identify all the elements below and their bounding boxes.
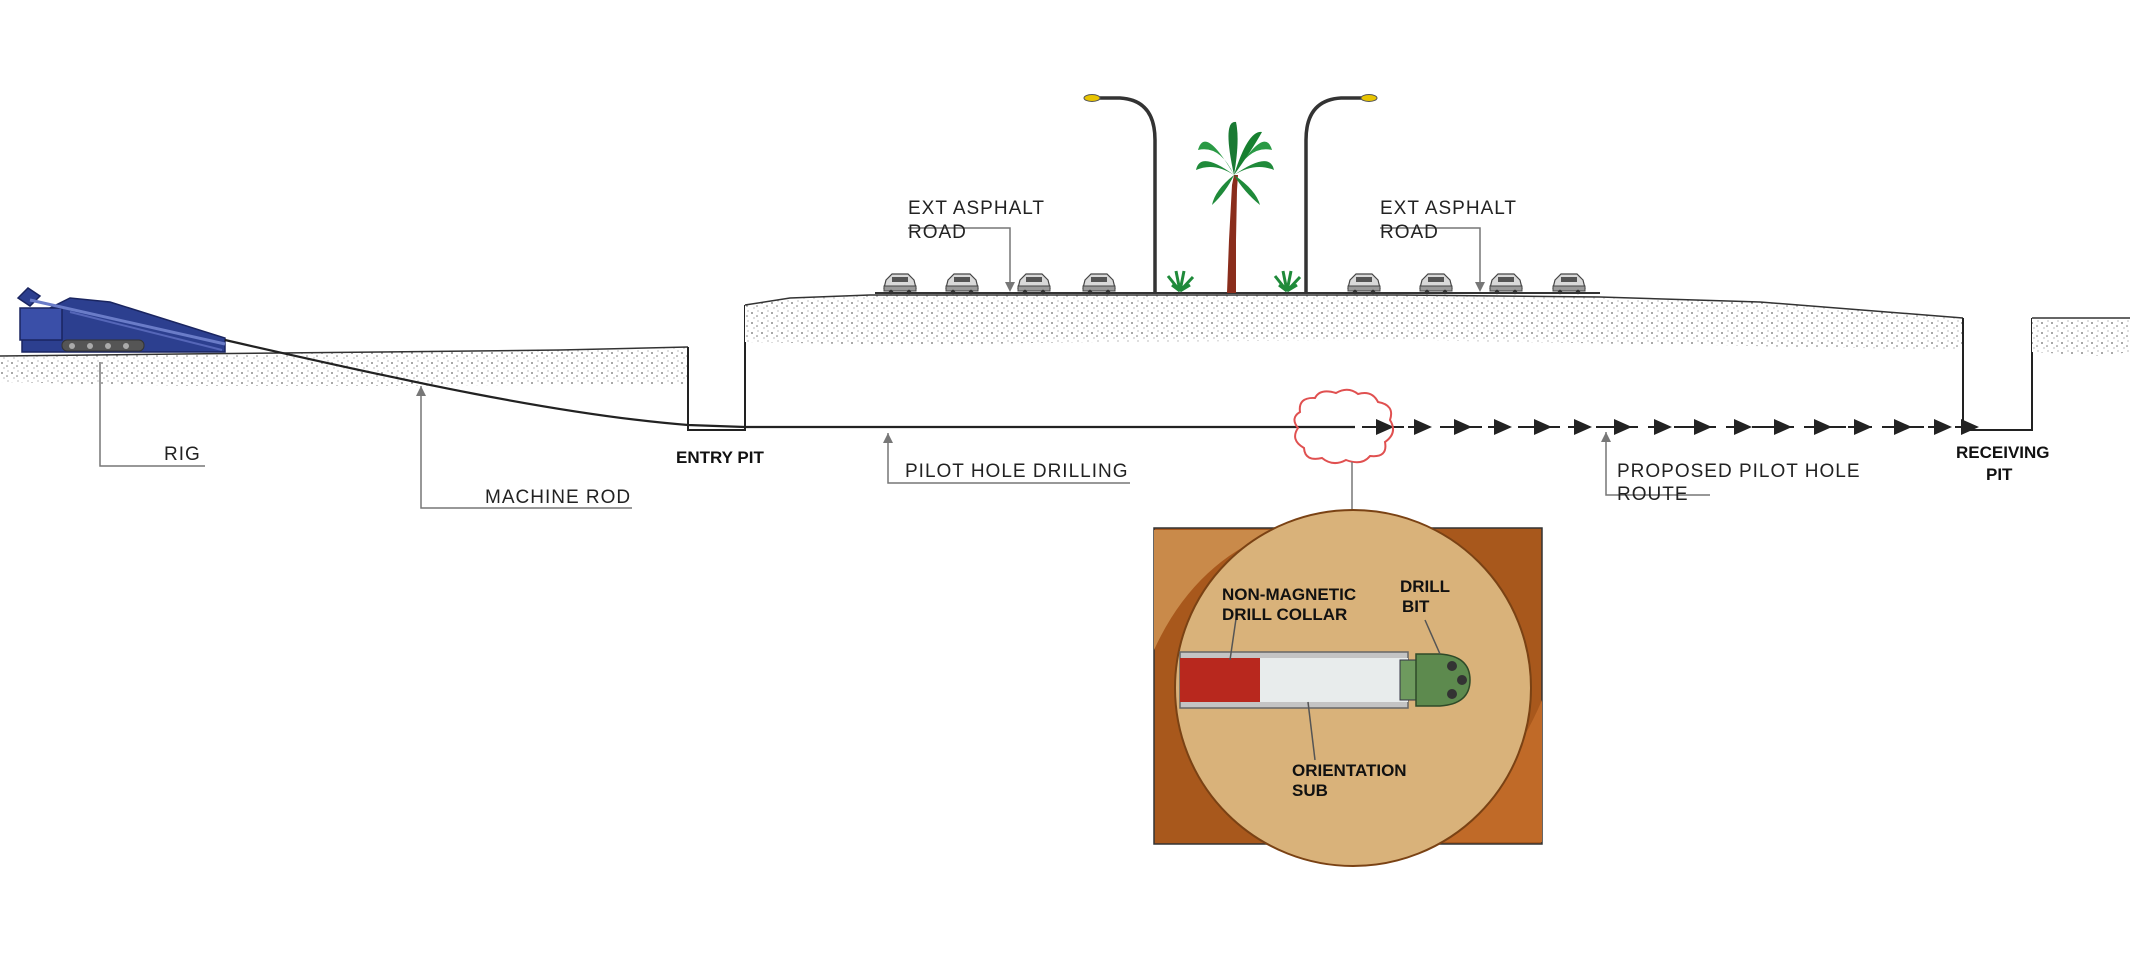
pilot-hole-drilling-label: PILOT HOLE DRILLING	[905, 461, 1129, 482]
car-icon	[945, 273, 979, 295]
road-left-label-line1: EXT ASPHALT	[908, 198, 1045, 219]
street-lamp-icon	[1083, 94, 1157, 293]
rig-label: RIG	[164, 444, 201, 465]
inset-bit-label-line2: BIT	[1402, 597, 1430, 616]
car-icon	[1347, 273, 1381, 295]
shrub-icon	[1273, 270, 1302, 293]
drill-head-inset	[1153, 509, 1543, 867]
car-icon	[1552, 273, 1586, 295]
drill-path	[224, 338, 1355, 429]
road-right-label-line1: EXT ASPHALT	[1380, 198, 1517, 219]
road-right-label-line2: ROAD	[1380, 222, 1439, 243]
receiving-pit	[1962, 318, 2033, 431]
palm-tree-icon	[1196, 121, 1274, 293]
proposed-route-label-line2: ROUTE	[1617, 484, 1689, 505]
leader-lines	[99, 227, 1710, 522]
inset-collar-label-line2: DRILL COLLAR	[1222, 605, 1347, 624]
receiving-pit-label-line2: PIT	[1986, 465, 2013, 484]
road-left-label-line2: ROAD	[908, 222, 967, 243]
proposed-route-label-line1: PROPOSED PILOT HOLE	[1617, 461, 1861, 482]
car-icon	[1017, 273, 1051, 295]
car-icon	[1419, 273, 1453, 295]
inset-collar-label-line1: NON-MAGNETIC	[1222, 585, 1356, 604]
entry-pit-label: ENTRY PIT	[676, 448, 764, 467]
inset-sub-label-line2: SUB	[1292, 781, 1328, 800]
inset-bit-label-line1: DRILL	[1400, 577, 1450, 596]
car-icon	[1489, 273, 1523, 295]
street-lamp-icon	[1304, 94, 1378, 293]
receiving-pit-label-line1: RECEIVING	[1956, 443, 2050, 462]
inset-sub-label-line1: ORIENTATION	[1292, 761, 1407, 780]
road-embankment	[744, 292, 1964, 350]
car-icon	[1082, 273, 1116, 295]
shrub-icon	[1166, 270, 1195, 293]
drill-head-highlight	[1293, 388, 1395, 464]
car-icon	[883, 273, 917, 295]
machine-rod-label: MACHINE ROD	[485, 487, 631, 508]
entry-pit	[687, 305, 746, 431]
drill-rig-icon	[16, 287, 226, 353]
ground-right	[2032, 317, 2130, 356]
